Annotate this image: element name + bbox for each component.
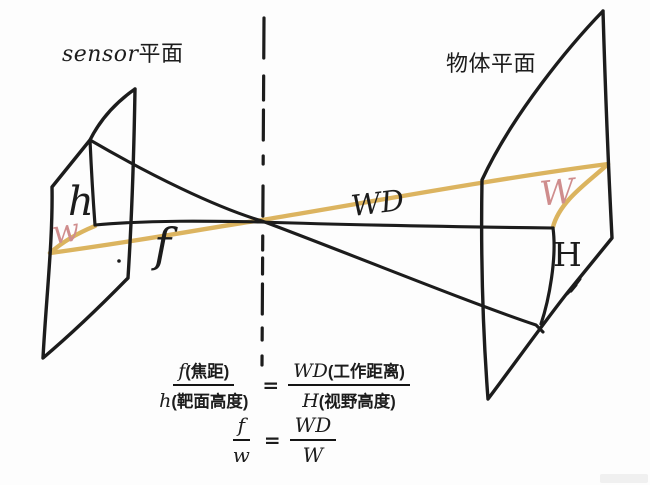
object-height-label: H: [553, 235, 582, 274]
formula2-var-w: w: [232, 443, 250, 467]
fraction-f-over-h: f(焦距) h(靶面高度): [154, 358, 253, 412]
object-plane-outline: [479, 9, 614, 401]
formula-var-f: f: [178, 360, 186, 382]
object-plane-title: 物体平面: [446, 52, 537, 77]
ray-horizontal: [93, 219, 555, 230]
ray-diagonal-left: [88, 138, 264, 223]
sensor-height-label: h: [68, 179, 94, 225]
ray-diagonal-right: [260, 219, 545, 334]
formula2-var-wd: WD: [294, 413, 332, 437]
object-height-edge: [539, 226, 556, 326]
object-width-label: W: [538, 171, 577, 215]
formula-note-focal: (焦距): [185, 363, 230, 381]
fraction-wd-over-H: WD(工作距离) H(视野高度): [288, 358, 410, 412]
formula2-var-W: W: [302, 443, 324, 467]
gold-object-width-edge: [550, 161, 611, 230]
formula-note-working-distance: (工作距离): [327, 363, 405, 381]
lens-axis-dashed-line: [260, 16, 266, 367]
formula-var-wd: WD: [293, 360, 328, 382]
sensor-plane-title: sensor平面: [62, 44, 184, 66]
object-edge-tick: [565, 277, 582, 296]
equals-sign-2: =: [263, 428, 281, 452]
gold-main-ray: [47, 161, 611, 256]
sensor-plane-title-latin: sensor: [62, 42, 139, 67]
gold-sensor-width-edge: [47, 223, 98, 256]
watermark: [600, 474, 648, 483]
formula-note-sensor-height: (靶面高度): [171, 393, 249, 411]
formula-var-H: H: [302, 390, 319, 412]
fraction-f-over-w: f w: [228, 413, 255, 467]
working-distance-label: WD: [349, 182, 406, 224]
formula-row-1: f(焦距) h(靶面高度) = WD(工作距离) H(视野高度): [150, 358, 414, 412]
fraction-wd-over-W: WD W: [289, 413, 337, 467]
sensor-height-edge: [88, 138, 97, 227]
sensor-width-label: w: [49, 210, 83, 252]
focal-length-label: f: [154, 218, 172, 272]
formula-var-h: h: [159, 390, 172, 412]
sensor-plane-title-cjk: 平面: [138, 42, 184, 67]
equals-sign-1: =: [262, 373, 280, 397]
sensor-plane-outline: [41, 87, 137, 360]
formula-row-2: f w = WD W: [224, 413, 340, 467]
formula-note-fov-height: (视野高度): [318, 393, 396, 411]
stray-dot: [117, 259, 121, 263]
formula2-var-f: f: [237, 413, 246, 437]
formula-block: f(焦距) h(靶面高度) = WD(工作距离) H(视野高度) f w = W…: [120, 358, 444, 467]
